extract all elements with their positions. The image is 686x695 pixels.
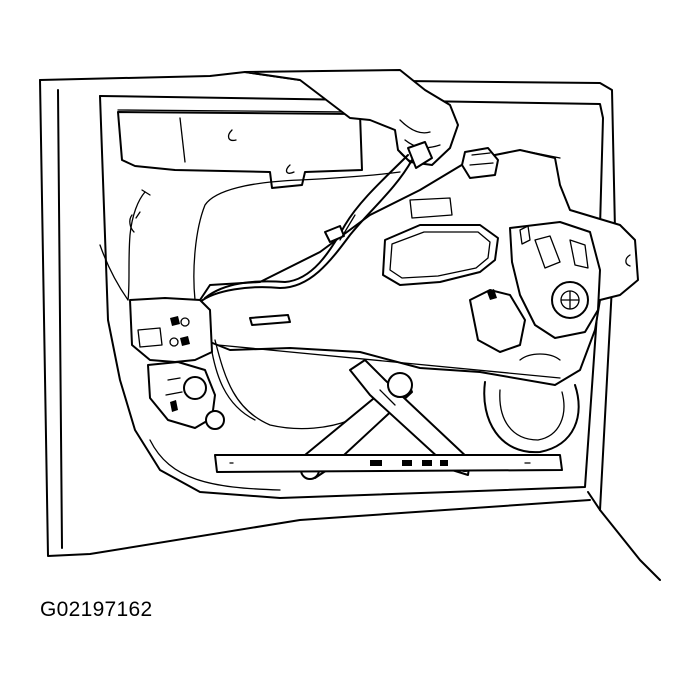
electrical-connector [407,141,499,179]
glass-track-rail [214,454,563,473]
loose-cables [99,189,151,301]
latch-bracket [129,297,225,430]
speaker-opening [483,353,580,454]
upper-trim-bracket [117,111,363,189]
wire-harness [193,154,413,430]
regulator-carrier-plate [199,149,639,386]
figure-id-label: G02197162 [40,598,153,621]
regulator-motor [509,221,601,339]
door-panel [39,71,661,581]
